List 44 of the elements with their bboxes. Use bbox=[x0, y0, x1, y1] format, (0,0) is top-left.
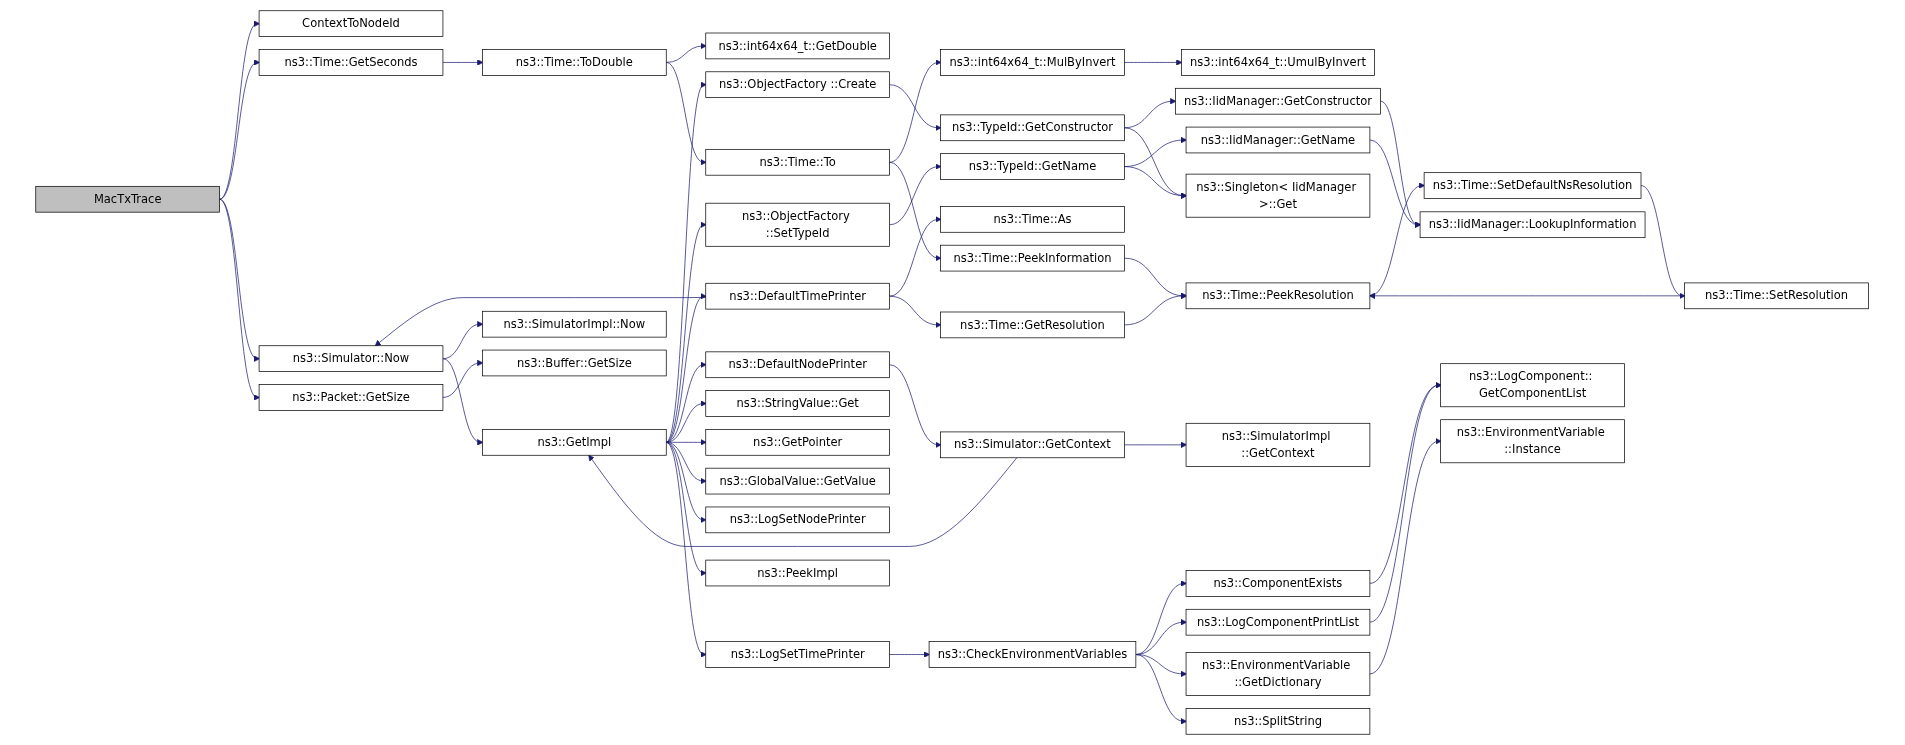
node-box: ns3::SimulatorImpl ::GetContext bbox=[1186, 422, 1371, 467]
node-box: ns3::LogComponent:: GetComponentList bbox=[1440, 363, 1626, 408]
node-box: ns3::PeekImpl bbox=[705, 559, 891, 587]
node-box: ns3::TypeId::GetName bbox=[940, 153, 1126, 180]
node-box: ns3::Time::PeekInformation bbox=[940, 244, 1126, 272]
node-box: ns3::IidManager::LookupInformation bbox=[1420, 211, 1646, 239]
node-box: ns3::EnvironmentVariable ::GetDictionary bbox=[1186, 652, 1371, 696]
node-box: ns3::int64x64_t::GetDouble bbox=[705, 32, 891, 60]
node-box: ns3::CheckEnvironmentVariables bbox=[929, 641, 1137, 668]
node-box: ns3::LogSetNodePrinter bbox=[705, 506, 891, 534]
node-box: ns3::Time::ToDouble bbox=[482, 49, 668, 76]
node-box: ns3::Time::As bbox=[940, 206, 1126, 233]
node-box: ns3::LogComponentPrintList bbox=[1186, 608, 1371, 636]
node-box: ns3::Time::SetResolution bbox=[1684, 282, 1870, 310]
node-box: ns3::ComponentExists bbox=[1186, 570, 1371, 597]
node-box: MacTxTrace bbox=[35, 185, 221, 213]
node-box: ns3::ObjectFactory ::Create bbox=[705, 71, 891, 98]
node-box: ns3::int64x64_t::MulByInvert bbox=[940, 49, 1126, 76]
node-box: ns3::DefaultTimePrinter bbox=[705, 282, 891, 310]
node-box: ns3::TypeId::GetConstructor bbox=[940, 114, 1126, 142]
node-box: ns3::IidManager::GetName bbox=[1186, 126, 1371, 154]
node-box: ns3::ObjectFactory ::SetTypeId bbox=[705, 202, 891, 247]
node-box: ns3::LogSetTimePrinter bbox=[705, 641, 891, 668]
node-box: ns3::Time::SetDefaultNsResolution bbox=[1424, 172, 1642, 199]
node-box: ns3::IidManager::GetConstructor bbox=[1175, 87, 1382, 115]
node-box: ns3::Packet::GetSize bbox=[259, 384, 444, 411]
node-box: ns3::Time::GetSeconds bbox=[259, 49, 444, 76]
node-box: ns3::GetPointer bbox=[705, 429, 891, 456]
node-box: ns3::SimulatorImpl::Now bbox=[482, 310, 668, 338]
node-box: ns3::Simulator::Now bbox=[259, 345, 444, 372]
node-box: ns3::SplitString bbox=[1186, 708, 1371, 735]
node-box: ns3::Time::GetResolution bbox=[940, 311, 1126, 339]
node-box: ns3::StringValue::Get bbox=[705, 390, 891, 417]
node-box: ns3::GlobalValue::GetValue bbox=[705, 467, 891, 495]
node-box: ns3::Time::To bbox=[705, 149, 891, 176]
node-box: ns3::Time::PeekResolution bbox=[1186, 282, 1371, 310]
node-box: ns3::Singleton< IidManager >::Get bbox=[1186, 173, 1371, 218]
node-box: ns3::GetImpl bbox=[482, 429, 668, 456]
node-box: ns3::int64x64_t::UmulByInvert bbox=[1181, 49, 1376, 76]
node-box: ns3::DefaultNodePrinter bbox=[705, 351, 891, 379]
node-box: ContextToNodeId bbox=[259, 10, 444, 37]
node-box: ns3::EnvironmentVariable ::Instance bbox=[1440, 419, 1626, 464]
node-box: ns3::Buffer::GetSize bbox=[482, 349, 668, 377]
node-box: ns3::Simulator::GetContext bbox=[940, 431, 1126, 459]
